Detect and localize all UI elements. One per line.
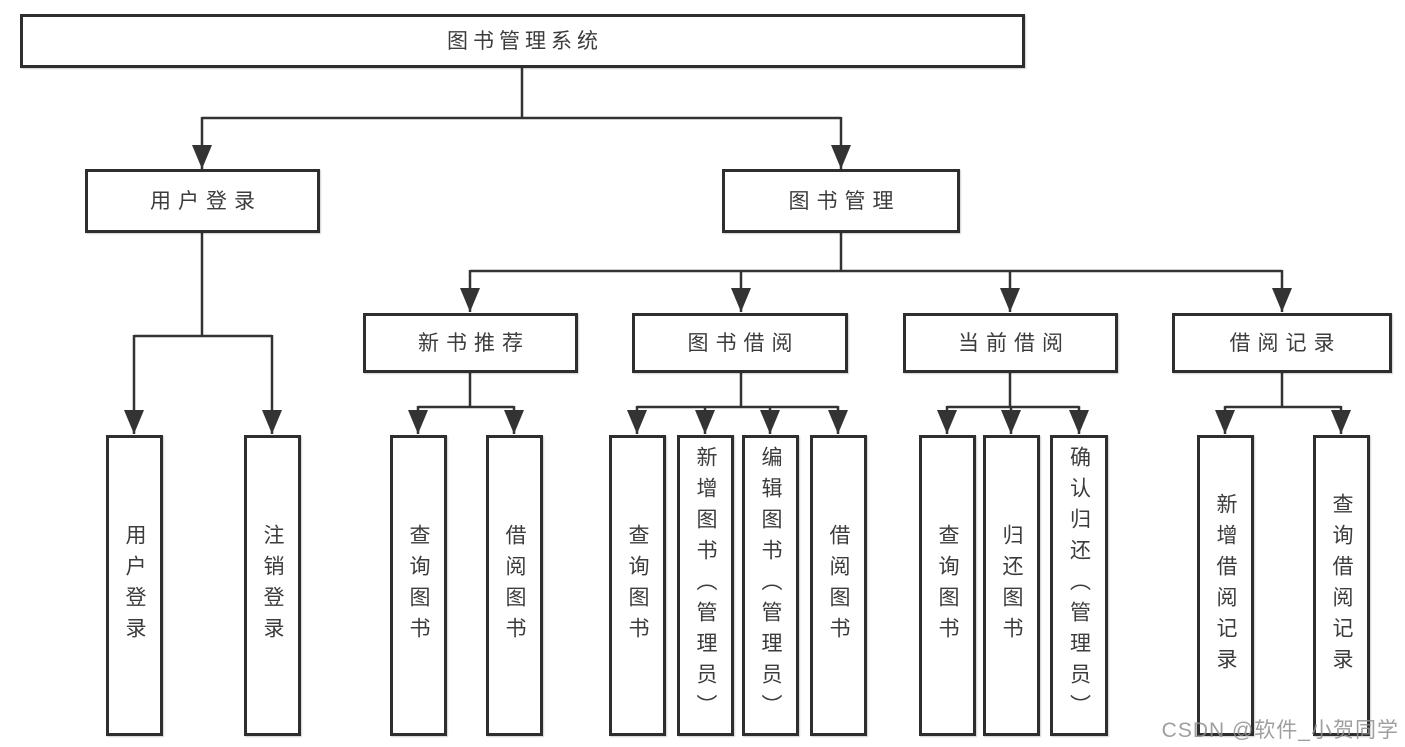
node-label: 注销登录 <box>261 523 284 648</box>
connector-book-borrow <box>627 373 848 434</box>
node-label: 新增借阅记录 <box>1214 492 1237 679</box>
node-label: 图书管理系统 <box>447 29 603 53</box>
leaf-query-borrow-record: 查询借阅记录 <box>1313 435 1370 736</box>
leaf-add-book-admin: 新增图书（管理员） <box>677 435 734 736</box>
watermark: CSDN @软件_小贺同学 <box>1161 719 1399 742</box>
node-label: 查询借阅记录 <box>1330 492 1353 679</box>
leaf-confirm-return-admin: 确认归还（管理员） <box>1050 435 1108 736</box>
connector-book-management <box>460 233 1292 312</box>
node-label: 用户登录 <box>150 189 262 213</box>
node-label: 用户登录 <box>123 523 146 648</box>
node-current-borrow: 当前借阅 <box>903 313 1118 373</box>
leaf-return-books: 归还图书 <box>983 435 1040 736</box>
node-book-management: 图书管理 <box>722 169 960 233</box>
connector-root <box>192 68 851 169</box>
leaf-recommend-borrow-books: 借阅图书 <box>486 435 543 736</box>
node-root: 图书管理系统 <box>20 14 1025 68</box>
leaf-logout-login: 注销登录 <box>244 435 301 736</box>
leaf-current-query-books: 查询图书 <box>919 435 976 736</box>
node-user-login: 用户登录 <box>85 169 320 233</box>
leaf-edit-book-admin: 编辑图书（管理员） <box>742 435 799 736</box>
leaf-borrow-books: 借阅图书 <box>810 435 867 736</box>
leaf-user-login: 用户登录 <box>106 435 163 736</box>
connector-borrow-records <box>1215 373 1351 434</box>
node-label: 新增图书（管理员） <box>694 446 717 725</box>
node-label: 查询图书 <box>936 523 959 648</box>
node-book-borrow: 图书借阅 <box>632 313 848 373</box>
leaf-add-borrow-record: 新增借阅记录 <box>1197 435 1254 736</box>
node-label: 借阅记录 <box>1229 331 1342 355</box>
node-label: 新书推荐 <box>418 331 530 355</box>
node-label: 编辑图书（管理员） <box>759 446 782 725</box>
connector-new-book-recommend <box>408 373 524 434</box>
leaf-recommend-query-books: 查询图书 <box>390 435 447 736</box>
node-label: 图书借阅 <box>687 331 800 355</box>
node-label: 确认归还（管理员） <box>1067 446 1091 725</box>
node-label: 查询图书 <box>626 523 649 648</box>
leaf-borrow-query-books: 查询图书 <box>609 435 666 736</box>
node-label: 借阅图书 <box>827 523 850 648</box>
connector-user-login <box>124 233 282 434</box>
node-label: 图书管理 <box>788 189 901 213</box>
connector-current-borrow <box>937 373 1089 434</box>
node-label: 借阅图书 <box>503 523 526 648</box>
node-borrow-records: 借阅记录 <box>1172 313 1392 373</box>
node-new-book-recommend: 新书推荐 <box>363 313 578 373</box>
node-label: 当前借阅 <box>958 331 1070 355</box>
node-label: 归还图书 <box>1000 523 1023 648</box>
node-label: 查询图书 <box>407 523 430 648</box>
